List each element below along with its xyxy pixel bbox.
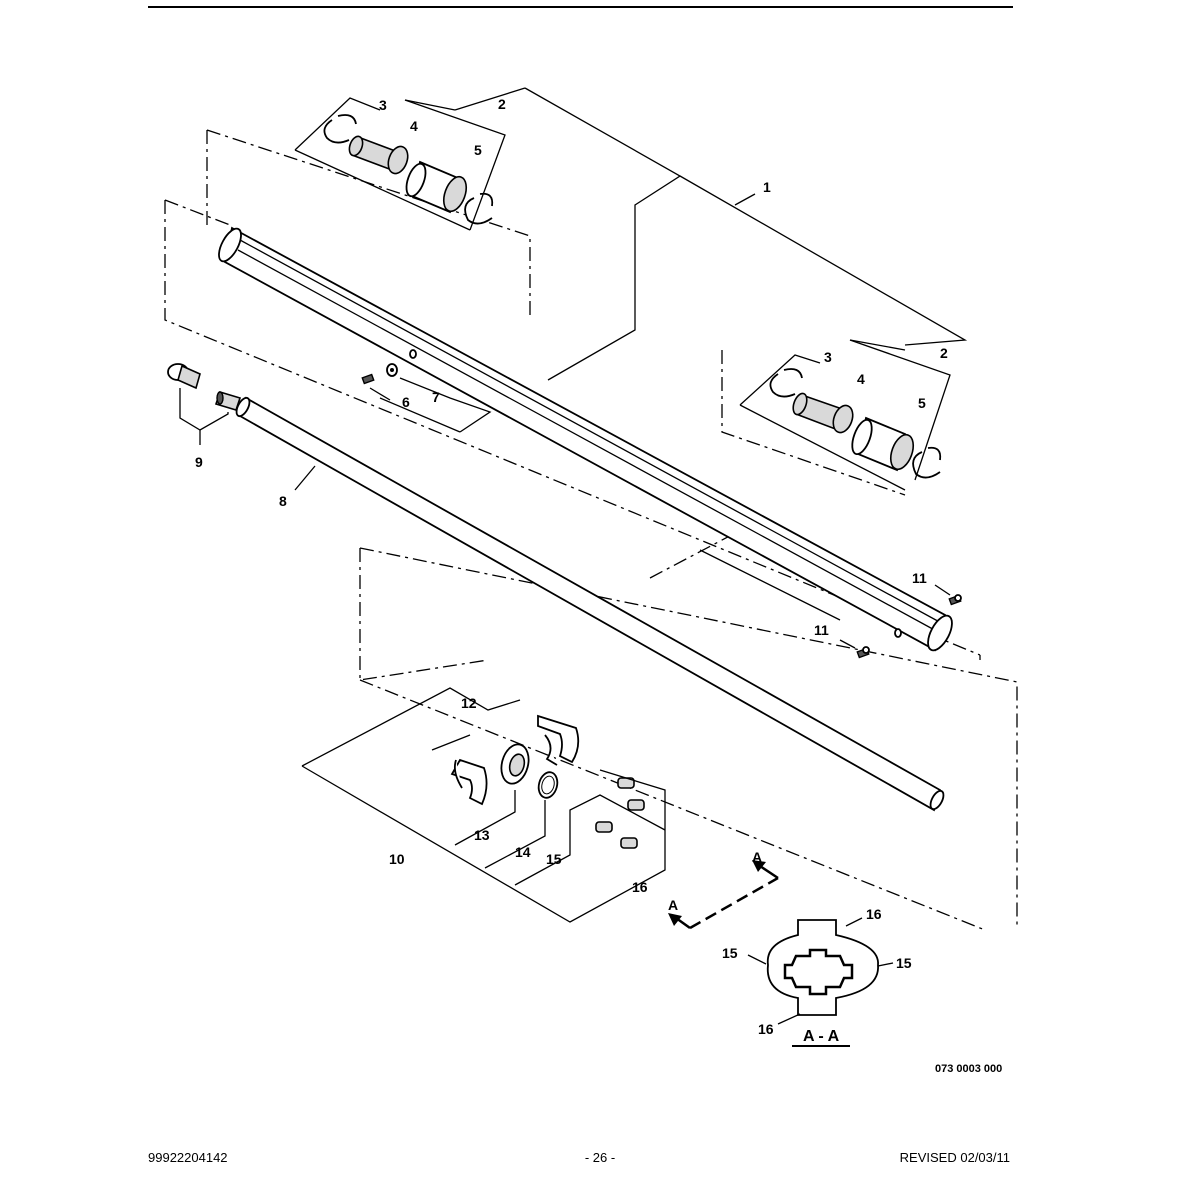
section-label: A - A — [803, 1028, 840, 1045]
callout-10: 10 — [389, 851, 405, 867]
bushing-assembly-right — [739, 339, 951, 491]
tube-screws — [699, 549, 962, 659]
callout-3: 3 — [824, 349, 832, 365]
section-aa-view — [747, 917, 894, 1047]
callout-13: 13 — [474, 827, 490, 843]
upper-assembly-frame — [206, 129, 531, 318]
callout-1: 1 — [763, 179, 771, 195]
outer-tube — [218, 226, 953, 652]
callout-11: 11 — [814, 622, 829, 638]
right-bushing-frame — [649, 350, 906, 579]
section-arrows — [668, 860, 779, 930]
section-arrow-label: A — [752, 849, 762, 865]
callout-2: 2 — [498, 96, 506, 112]
callout-11: 11 — [912, 570, 927, 586]
bushing-assembly-left — [294, 97, 506, 231]
page-number: - 26 - — [584, 1150, 616, 1165]
end-fittings — [167, 363, 242, 445]
callout-5: 5 — [918, 395, 926, 411]
callout-2: 2 — [940, 345, 948, 361]
leader-part-1 — [454, 87, 968, 381]
section-callout-16: 16 — [758, 1021, 774, 1037]
callout-4: 4 — [857, 371, 865, 387]
callout-3: 3 — [379, 97, 387, 113]
callout-4: 4 — [410, 118, 418, 134]
document-number: 99922204142 — [148, 1150, 228, 1165]
callout-15: 15 — [546, 851, 562, 867]
section-callout-15: 15 — [722, 945, 738, 961]
callout-6: 6 — [402, 394, 410, 410]
callout-5: 5 — [474, 142, 482, 158]
screw-washer-group — [361, 349, 492, 433]
tube-frame — [164, 199, 981, 660]
callout-14: 14 — [515, 844, 531, 860]
callout-12: 12 — [461, 695, 477, 711]
lower-clutch-assembly — [301, 687, 666, 923]
callout-7: 7 — [432, 389, 440, 405]
callout-labels: 1 2 3 4 5 2 3 4 5 6 7 8 9 10 11 11 12 13… — [195, 96, 1002, 1075]
leader-part-8 — [294, 465, 316, 491]
callout-8: 8 — [279, 493, 287, 509]
drive-shaft — [235, 396, 945, 812]
figure-id: 073 0003 000 — [935, 1063, 1002, 1075]
section-callout-15: 15 — [896, 955, 912, 971]
section-callout-16: 16 — [866, 906, 882, 922]
section-arrow-label: A — [668, 897, 678, 913]
revision-date: REVISED 02/03/11 — [899, 1150, 1010, 1165]
callout-16: 16 — [632, 879, 648, 895]
callout-9: 9 — [195, 454, 203, 470]
top-rule — [148, 6, 1013, 8]
